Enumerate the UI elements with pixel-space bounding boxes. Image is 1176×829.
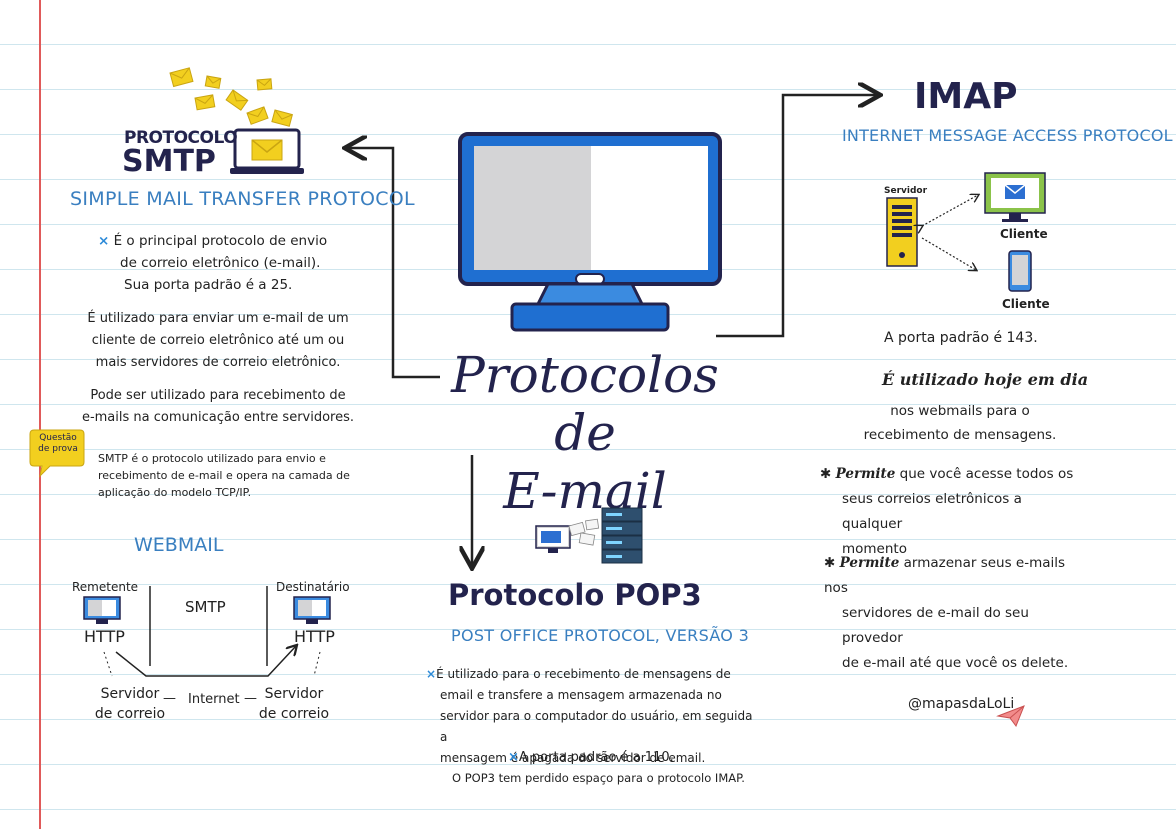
laptop-mail-icon bbox=[230, 128, 304, 174]
server-left-line: Servidor bbox=[100, 686, 160, 702]
imap-b2-bold: Permite bbox=[839, 555, 900, 571]
imap-used-line: nos webmails para o bbox=[890, 403, 1030, 419]
smtp-p2-line: mais servidores de correio eletrônico. bbox=[95, 355, 341, 370]
pop3-fullname: POST OFFICE PROTOCOL, VERSÃO 3 bbox=[451, 626, 750, 645]
imap-used-title: É utilizado hoje em dia bbox=[882, 370, 1089, 389]
imap-client-2: Cliente bbox=[1002, 297, 1050, 311]
question-badge-line: Questão bbox=[39, 433, 77, 443]
webmail-internet: Internet bbox=[188, 692, 240, 707]
server-right-line: de correio bbox=[258, 706, 330, 722]
imap-b1-bold: Permite bbox=[835, 466, 896, 482]
smtp-p1-line: Sua porta padrão é a 25. bbox=[124, 277, 293, 293]
webmail-sender: Remetente bbox=[72, 580, 139, 594]
smtp-p1-line: de correio eletrônico (e-mail). bbox=[120, 255, 321, 271]
question-badge: Questão de prova bbox=[30, 433, 86, 455]
smtp-paragraph-3: Pode ser utilizado para recebimento de e… bbox=[80, 385, 356, 429]
imap-bullet-1: ✱ Permite que você acesse todos os seus … bbox=[820, 462, 1080, 562]
paper-plane-icon bbox=[996, 705, 1025, 728]
smtp-p1-line: É o principal protocolo de envio bbox=[113, 233, 328, 249]
webmail-http-right: HTTP bbox=[294, 627, 335, 646]
client-smartphone-icon bbox=[1008, 250, 1032, 292]
pop3-p1-line: servidor para o computador do usuário, e… bbox=[440, 709, 753, 744]
smtp-p3-line: Pode ser utilizado para recebimento de bbox=[90, 388, 346, 403]
imap-used-line: recebimento de mensagens. bbox=[863, 427, 1057, 443]
smtp-paragraph-4: SMTP é o protocolo utilizado para envio … bbox=[98, 450, 358, 501]
webmail-dash-right: — bbox=[244, 691, 257, 706]
imap-server-label: Servidor bbox=[884, 186, 928, 196]
smtp-p3-line: e-mails na comunicação entre servidores. bbox=[81, 410, 355, 425]
signature: @mapasdaLoLi bbox=[908, 696, 1015, 712]
recipient-computer-icon bbox=[293, 596, 331, 624]
smtp-paragraph-2: É utilizado para enviar um e-mail de um … bbox=[80, 308, 356, 374]
smtp-label: SMTP bbox=[122, 144, 216, 179]
imap-b1-line: momento bbox=[842, 541, 907, 557]
smtp-p2-line: cliente de correio eletrônico até um ou bbox=[91, 333, 345, 348]
webmail-recipient: Destinatário bbox=[276, 580, 350, 594]
imap-fullname: INTERNET MESSAGE ACCESS PROTOCOL bbox=[842, 126, 1173, 145]
pop3-transfer-icon bbox=[535, 507, 643, 564]
pop3-label: Protocolo POP3 bbox=[448, 578, 702, 612]
bullet-star-icon: × bbox=[426, 667, 437, 681]
imap-b1-line: seus correios eletrônicos a qualquer bbox=[842, 491, 1022, 532]
monitor-illustration bbox=[458, 132, 722, 332]
imap-used-rest: nos webmails para o recebimento de mensa… bbox=[862, 399, 1058, 447]
main-title: Protocolos de E-mail bbox=[440, 346, 730, 520]
pop3-p1-line: É utilizado para o recebimento de mensag… bbox=[436, 667, 731, 681]
bullet-star-icon: × bbox=[98, 233, 110, 249]
bullet-star-icon: ✱ bbox=[824, 555, 836, 571]
imap-client-1: Cliente bbox=[1000, 227, 1048, 241]
pop3-paragraph-1: ×É utilizado para o recebimento de mensa… bbox=[426, 664, 756, 769]
server-tower-icon bbox=[886, 197, 918, 267]
smtp-p4-line: aplicação do modelo TCP/IP. bbox=[98, 486, 252, 499]
pop3-port-text: A porta padrão é a 110. bbox=[518, 750, 674, 765]
envelopes-icon bbox=[169, 67, 293, 127]
webmail-server-left: Servidor de correio bbox=[90, 684, 170, 724]
imap-bullet-2: ✱ Permite armazenar seus e-mails nos ser… bbox=[824, 551, 1084, 676]
imap-b2-line: de e-mail até que você os delete. bbox=[842, 655, 1069, 671]
webmail-title: WEBMAIL bbox=[134, 534, 224, 556]
question-badge-line: de prova bbox=[38, 444, 78, 454]
webmail-server-right: Servidor de correio bbox=[254, 684, 334, 724]
server-left-line: de correio bbox=[94, 706, 166, 722]
smtp-small-label: PROTOCOLO bbox=[124, 128, 238, 148]
imap-port: A porta padrão é 143. bbox=[884, 330, 1038, 346]
pop3-p1-line: mensagem é apagada do servidor de email. bbox=[440, 751, 706, 765]
pop3-p1-line: email e transfere a mensagem armazenada … bbox=[440, 688, 722, 702]
imap-b2-line: armazenar seus e-mails nos bbox=[824, 555, 1066, 596]
smtp-fullname: SIMPLE MAIL TRANSFER PROTOCOL bbox=[70, 188, 415, 210]
pop3-port: ×A porta padrão é a 110. bbox=[508, 750, 674, 765]
imap-b1-line: que você acesse todos os bbox=[899, 466, 1074, 482]
smtp-p4-line: recebimento de e-mail e opera na camada … bbox=[98, 469, 350, 482]
webmail-dash-left: — bbox=[163, 691, 176, 706]
pop3-note: O POP3 tem perdido espaço para o protoco… bbox=[452, 771, 745, 785]
smtp-p4-line: SMTP é o protocolo utilizado para envio … bbox=[98, 452, 326, 465]
client-monitor-icon bbox=[984, 172, 1046, 222]
webmail-smtp-label: SMTP bbox=[185, 598, 226, 616]
smtp-p2-line: É utilizado para enviar um e-mail de um bbox=[87, 311, 349, 326]
webmail-http-left: HTTP bbox=[84, 627, 125, 646]
imap-label: IMAP bbox=[914, 76, 1018, 117]
main-title-line1: Protocolos de bbox=[451, 346, 719, 462]
sender-computer-icon bbox=[83, 596, 121, 624]
question-badge-bubble bbox=[29, 429, 85, 478]
bullet-star-icon: × bbox=[508, 750, 519, 765]
bullet-star-icon: ✱ bbox=[820, 466, 832, 482]
server-right-line: Servidor bbox=[264, 686, 324, 702]
smtp-paragraph-1: × É o principal protocolo de envio de co… bbox=[98, 230, 358, 296]
notebook-margin bbox=[39, 0, 41, 829]
imap-b2-line: servidores de e-mail do seu provedor bbox=[842, 605, 1029, 646]
